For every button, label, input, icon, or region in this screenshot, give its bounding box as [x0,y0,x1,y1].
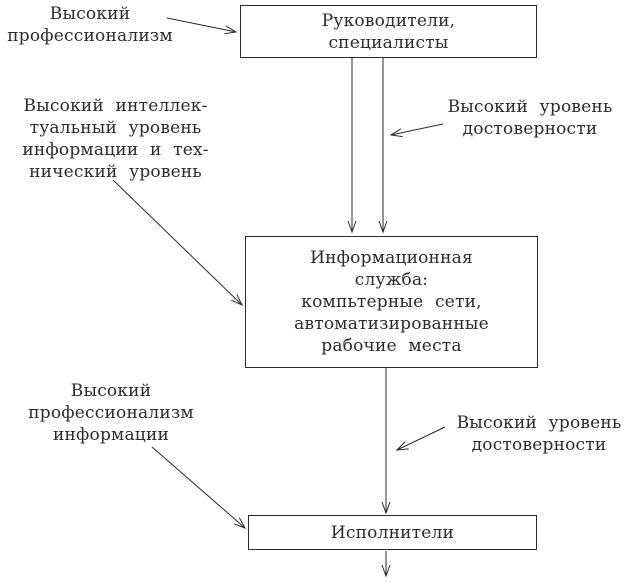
label-high-intellectual-line2: туальный уровень [29,118,202,138]
arrow-intellectual-to-infoservice [112,179,244,307]
label-high-professionalism: Высокий профессионализм [0,3,180,47]
label-high-reliability-bottom-line1: Высокий уровень [456,413,622,433]
label-high-reliability-bottom: Высокий уровень достоверности [449,412,627,456]
box-info-service-line3: компьтерные сети, [301,292,482,312]
label-high-professionalism-info: Высокий профессионализм информации [15,380,207,446]
label-high-intellectual-line4: нический уровень [29,162,202,182]
box-executors: Исполнители [248,515,537,550]
label-high-reliability-bottom-line2: достоверности [471,435,607,455]
label-high-reliability-top-line2: достоверности [462,119,598,139]
label-high-professionalism-info-line1: Высокий [70,381,152,401]
arrow-reliability-top-pointer [389,123,444,138]
box-info-service-line4: автоматизированные [294,314,489,334]
arrow-professionalism-info-to-executors [151,446,247,529]
arrow-professionalism-to-managers [166,17,238,35]
label-high-intellectual-line1: Высокий интеллек- [23,96,208,116]
box-managers-line1: Руководители, [321,10,456,31]
box-managers: Руководители, специалисты [240,5,537,58]
label-high-intellectual: Высокий интеллек- туальный уровень инфор… [18,95,213,183]
label-high-reliability-top-line1: Высокий уровень [447,97,613,117]
box-info-service: Информационная служба: компьтерные сети,… [245,236,538,368]
arrow-reliability-bottom-pointer [395,426,446,451]
box-managers-line2: специалисты [328,32,449,53]
label-high-professionalism-line2: профессионализм [7,26,173,46]
box-info-service-line5: рабочие места [321,336,462,356]
label-high-professionalism-line1: Высокий [49,4,131,24]
label-high-professionalism-info-line3: информации [52,425,170,445]
box-info-service-line2: служба: [354,270,429,290]
label-high-reliability-top: Высокий уровень достоверности [432,96,627,140]
box-executors-line1: Исполнители [330,522,455,543]
label-high-professionalism-info-line2: профессионализм [28,403,194,423]
label-high-intellectual-line3: информации и тех- [22,140,209,160]
box-info-service-line1: Информационная [310,248,473,268]
